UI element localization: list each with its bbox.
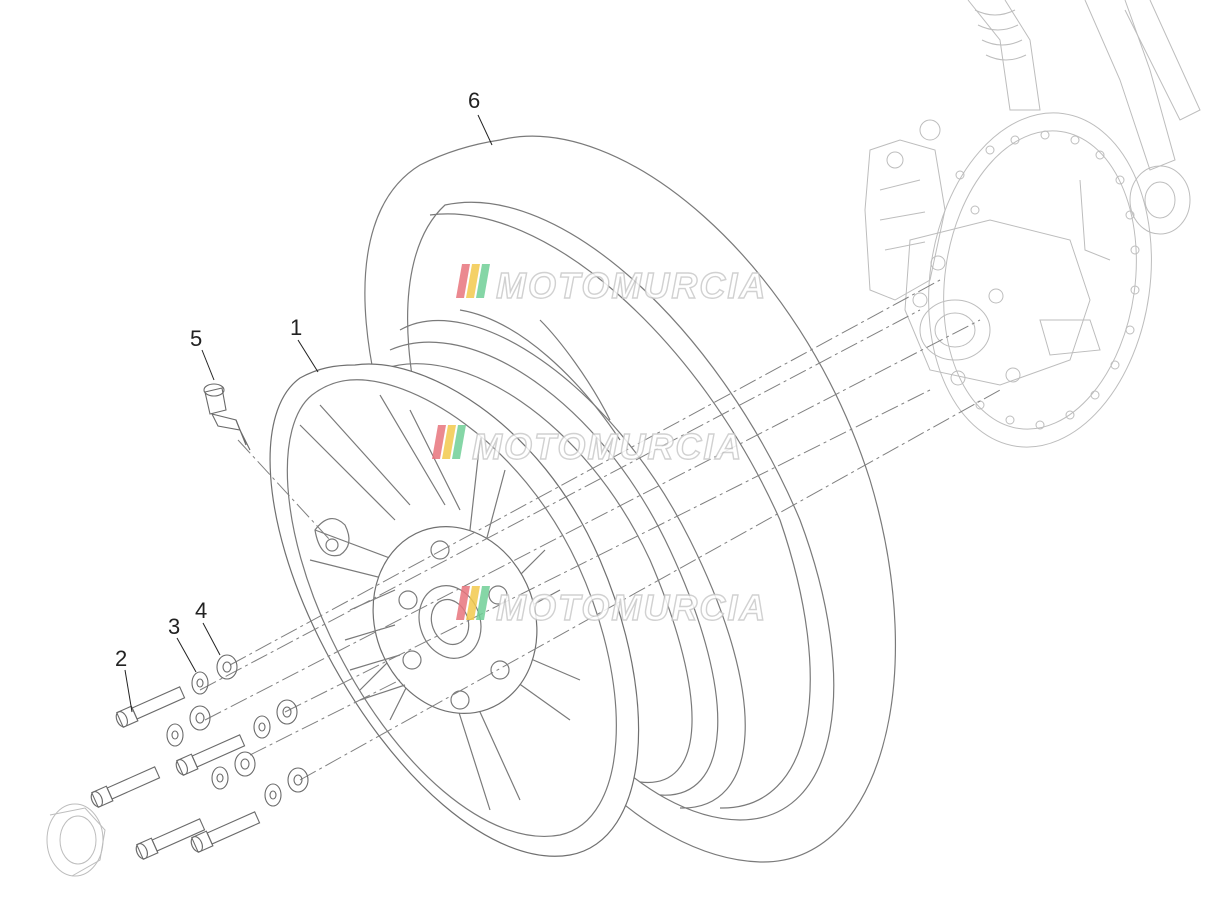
watermark: MOTOMURCIA MOTOMURCIA MOTOMURCIA (432, 264, 767, 629)
brake-fork-assembly (864, 0, 1201, 448)
callout-4: 4 (195, 598, 207, 623)
wheel-rim (269, 363, 640, 857)
callout-labels: 6 1 5 4 3 2 (115, 88, 480, 671)
bolt (90, 766, 161, 809)
watermark-logo (456, 264, 490, 298)
watermark-logo (432, 425, 466, 459)
callout-6: 6 (468, 88, 480, 113)
bolt (115, 686, 186, 729)
callout-5: 5 (190, 326, 202, 351)
leader-lines (124, 114, 493, 713)
bolt-set (90, 686, 261, 861)
callout-2: 2 (115, 646, 127, 671)
watermark-text: MOTOMURCIA (496, 587, 767, 628)
watermark-text: MOTOMURCIA (472, 426, 743, 467)
bolt (135, 818, 206, 861)
callout-1: 1 (290, 315, 302, 340)
bolt (175, 734, 246, 777)
valve-stem (203, 383, 251, 451)
washer-set (166, 654, 309, 807)
assembly-centerlines (199, 279, 1001, 781)
watermark-logo (456, 586, 490, 620)
hub-cap (46, 803, 106, 877)
watermark-text: MOTOMURCIA (496, 265, 767, 306)
bolt (190, 811, 261, 854)
callout-3: 3 (168, 614, 180, 639)
